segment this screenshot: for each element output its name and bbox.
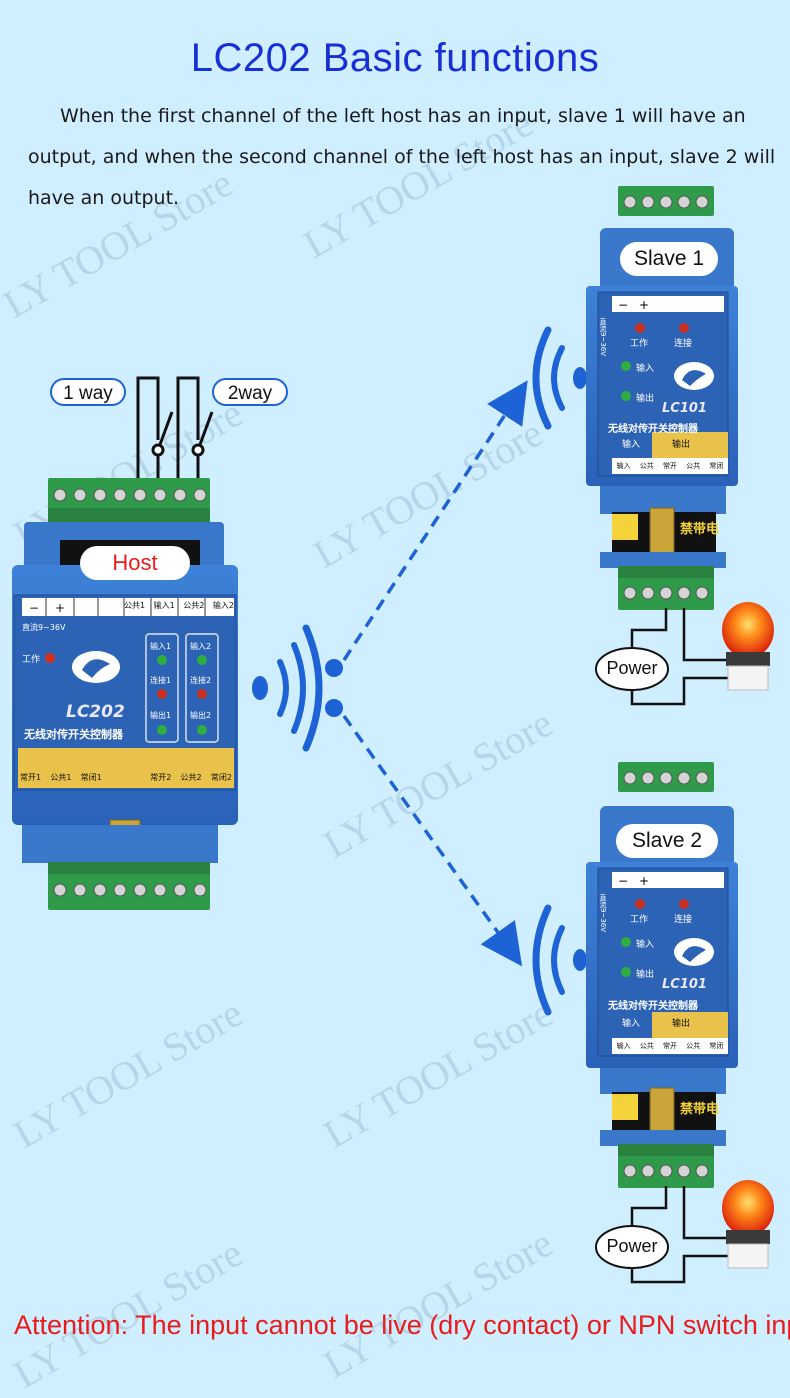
power-source-1 bbox=[595, 647, 669, 691]
slave2-terminal-label: 常开 bbox=[662, 1042, 677, 1050]
host-top-terminals: 公共1 输入1 公共2 输入2 bbox=[124, 600, 234, 611]
slave1-terminal-label: 输入 bbox=[616, 462, 631, 470]
slave1-warning-label: 禁带电 bbox=[680, 522, 720, 537]
host-name-cn: 无线对传开关控制器 bbox=[24, 728, 123, 741]
host-bottom-terminals: 常开1 公共1 常闭1 常开2 公共2 常闭2 bbox=[20, 772, 232, 783]
slave1-signal-waves bbox=[532, 326, 587, 430]
slave1-led-label: 工作 bbox=[630, 339, 649, 349]
slave2-name-cn: 无线对传开关控制器 bbox=[608, 1001, 698, 1012]
slave2-output-label: 输出 bbox=[672, 1019, 691, 1029]
host-label: Host bbox=[80, 546, 190, 580]
host-terminal-label: 公共1 bbox=[124, 601, 146, 610]
switch-wiring bbox=[136, 376, 214, 480]
slave1-name-cn: 无线对传开关控制器 bbox=[608, 424, 698, 435]
host-model-label: LC202 bbox=[66, 702, 125, 722]
slave2-terminal-label: 常闭 bbox=[709, 1042, 724, 1050]
slave2-output-wiring bbox=[630, 1186, 728, 1284]
power-label-1: Power bbox=[606, 658, 658, 678]
svg-text:+: + bbox=[55, 601, 65, 615]
host-led-label: 连接2 bbox=[190, 676, 212, 685]
slave2-label: Slave 2 bbox=[616, 824, 718, 858]
description: When the first channel of the left host … bbox=[28, 96, 780, 219]
slave2-device: − + bbox=[586, 762, 738, 1188]
warning-lamp-1 bbox=[722, 602, 774, 691]
host-signal-waves bbox=[252, 624, 323, 752]
slave1-terminal-label: 常开 bbox=[662, 462, 677, 470]
slave1-terminal-label: 公共 bbox=[639, 462, 654, 470]
slave1-output-wiring bbox=[630, 608, 728, 706]
description-text: When the first channel of the left host … bbox=[28, 105, 776, 209]
slave2-terminal-label: 公共 bbox=[686, 1042, 701, 1050]
slave2-power-label: 直流9~36V bbox=[599, 894, 607, 933]
host-led-label: 输入2 bbox=[190, 642, 212, 651]
slave2-terminals: 输入 公共 常开 公共 常闭 bbox=[612, 1041, 728, 1051]
slave1-led-label: 输入 bbox=[636, 364, 655, 374]
slave1-device: − + bbox=[586, 186, 738, 610]
host-work-label: 工作 bbox=[22, 655, 41, 665]
link-arrow-slave2 bbox=[342, 714, 523, 967]
host-led-label: 输入1 bbox=[150, 642, 172, 651]
host-terminal-label: 常闭1 bbox=[80, 773, 102, 782]
slave2-terminal-label: 公共 bbox=[639, 1042, 654, 1050]
svg-text:+: + bbox=[639, 874, 649, 888]
slave2-led-label: 输出 bbox=[636, 970, 655, 980]
slave1-power-label: 直流9~36V bbox=[599, 318, 607, 357]
attention-note: Attention: The input cannot be live (dry… bbox=[14, 1310, 790, 1340]
slave2-led-label: 连接 bbox=[674, 915, 693, 925]
host-terminal-label: 常开2 bbox=[150, 773, 172, 782]
power-source-2 bbox=[595, 1225, 669, 1269]
slave2-signal-waves bbox=[532, 904, 587, 1016]
slave1-terminal-label: 公共 bbox=[686, 462, 701, 470]
slave1-terminal-label: 常闭 bbox=[709, 462, 724, 470]
slave1-led-label: 连接 bbox=[674, 339, 693, 349]
slave2-warning-label: 禁带电 bbox=[680, 1102, 720, 1117]
svg-text:−: − bbox=[618, 874, 628, 888]
svg-text:+: + bbox=[639, 298, 649, 312]
slave1-output-label: 输出 bbox=[672, 440, 691, 450]
slave2-terminal-label: 输入 bbox=[616, 1042, 631, 1050]
svg-text:−: − bbox=[29, 601, 39, 615]
slave2-input-label: 输入 bbox=[622, 1019, 641, 1029]
svg-text:−: − bbox=[618, 298, 628, 312]
slave2-led-label: 工作 bbox=[630, 915, 649, 925]
power-label-2: Power bbox=[606, 1236, 658, 1256]
way1-label: 1 way bbox=[50, 378, 126, 406]
host-power-label: 直流9~36V bbox=[22, 623, 66, 632]
host-led-label: 输出2 bbox=[190, 711, 212, 720]
slave1-label: Slave 1 bbox=[620, 242, 718, 276]
slave1-terminals: 输入 公共 常开 公共 常闭 bbox=[612, 461, 728, 471]
warning-lamp-2 bbox=[722, 1180, 774, 1269]
host-terminal-label: 常闭2 bbox=[210, 773, 232, 782]
host-device: − + bbox=[12, 478, 238, 910]
link-arrow-slave1 bbox=[342, 380, 528, 661]
host-terminal-label: 常开1 bbox=[20, 773, 42, 782]
host-terminal-label: 输入1 bbox=[153, 601, 175, 610]
slave1-led-label: 输出 bbox=[636, 394, 655, 404]
slave1-input-label: 输入 bbox=[622, 440, 641, 450]
page-title: LC202 Basic functions bbox=[190, 36, 600, 80]
slave1-model-label: LC101 bbox=[662, 401, 707, 416]
slave2-led-label: 输入 bbox=[636, 940, 655, 950]
way2-label: 2way bbox=[212, 378, 288, 406]
host-terminal-label: 公共2 bbox=[180, 773, 202, 782]
host-terminal-label: 输入2 bbox=[212, 601, 234, 610]
host-terminal-label: 公共2 bbox=[183, 601, 205, 610]
host-led-label: 连接1 bbox=[150, 676, 172, 685]
host-led-label: 输出1 bbox=[150, 711, 172, 720]
host-terminal-label: 公共1 bbox=[50, 773, 72, 782]
slave2-model-label: LC101 bbox=[662, 977, 707, 992]
